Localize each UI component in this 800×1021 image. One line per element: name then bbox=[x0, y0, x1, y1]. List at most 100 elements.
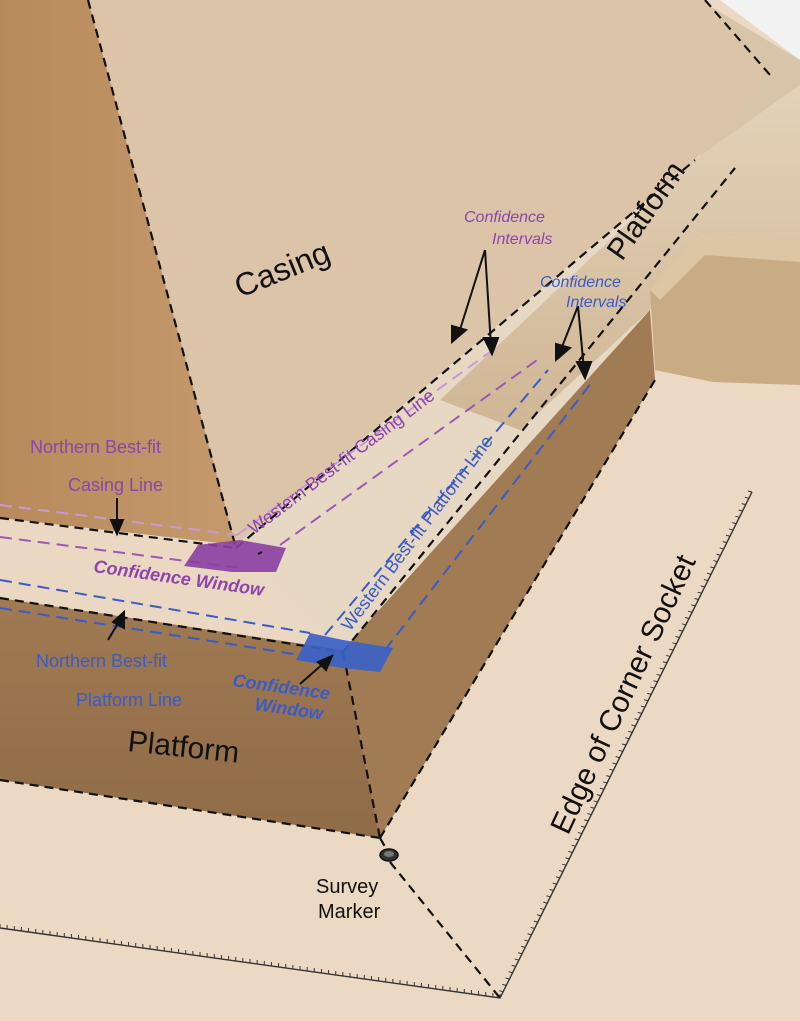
ruler-tick bbox=[669, 648, 674, 651]
ruler-tick bbox=[710, 566, 715, 569]
platform-stone-texture bbox=[440, 85, 800, 430]
ruler-tick bbox=[502, 983, 507, 986]
ruler-tick bbox=[631, 724, 636, 727]
confidence-intervals-purple-line1: Confidence bbox=[464, 209, 545, 226]
casing-top-edge bbox=[704, 0, 771, 76]
ruler-tick bbox=[643, 699, 649, 702]
ruler-tick bbox=[539, 907, 545, 910]
ruler-tick bbox=[511, 964, 516, 967]
ruler-tick bbox=[533, 920, 538, 923]
ruler-tick bbox=[713, 560, 718, 563]
ruler-tick bbox=[662, 661, 668, 664]
ruler-tick bbox=[618, 749, 623, 752]
platform-north-edge bbox=[0, 596, 344, 654]
ruler-tick bbox=[681, 623, 686, 626]
ruler-tick bbox=[744, 496, 749, 499]
ruler-tick bbox=[568, 851, 573, 854]
platform-north-face bbox=[0, 598, 380, 838]
ruler-tick bbox=[590, 806, 595, 809]
northern-platform-line-a bbox=[0, 579, 311, 634]
ruler-tick bbox=[565, 857, 570, 860]
ruler-tick bbox=[625, 737, 630, 740]
ruler-tick bbox=[688, 610, 693, 613]
protruding-block bbox=[650, 232, 800, 400]
casing-confidence-window bbox=[184, 540, 286, 572]
ruler-tick bbox=[653, 680, 658, 683]
ruler-tick bbox=[602, 781, 608, 784]
ruler-tick bbox=[577, 832, 583, 835]
ruler-tick bbox=[514, 958, 520, 961]
ruler-tick bbox=[599, 787, 605, 790]
ruler-tick bbox=[719, 547, 724, 550]
ruler-tick bbox=[524, 939, 529, 942]
ruler-tick bbox=[546, 895, 551, 898]
platform-west-face bbox=[343, 310, 655, 838]
ruler-tick bbox=[517, 952, 523, 955]
ruler-tick bbox=[606, 775, 611, 778]
ruler-tick bbox=[747, 490, 753, 493]
outline-lines bbox=[0, 0, 771, 999]
survey-marker-line1: Survey bbox=[316, 876, 378, 898]
ruler-tick bbox=[665, 654, 671, 657]
ruler-tick bbox=[580, 825, 586, 828]
ruler-tick bbox=[697, 591, 702, 594]
ruler-tick bbox=[495, 996, 501, 999]
ruler-tick bbox=[656, 673, 661, 676]
corner-socket-ticks bbox=[0, 490, 753, 999]
ruler-tick bbox=[725, 534, 731, 537]
ruler-tick bbox=[536, 914, 542, 917]
ruler-tick bbox=[499, 990, 504, 993]
ruler-tick bbox=[593, 800, 598, 803]
platform-bottom-north bbox=[0, 778, 381, 840]
ruler-tick bbox=[562, 863, 567, 866]
ruler-tick bbox=[634, 718, 639, 721]
ruler-tick bbox=[596, 794, 601, 797]
ruler-tick bbox=[716, 553, 721, 556]
ruler-tick bbox=[621, 743, 627, 746]
casing-face bbox=[88, 0, 770, 545]
ruler-tick bbox=[675, 635, 680, 638]
sky-patch bbox=[720, 0, 800, 60]
platform-corner-vertical bbox=[341, 651, 382, 839]
platform-top-north bbox=[0, 518, 343, 650]
northern-platform-line1: Northern Best-fit bbox=[36, 651, 167, 671]
protruding-block-top bbox=[650, 232, 800, 300]
ruler-tick bbox=[722, 541, 727, 544]
casing-west-face bbox=[0, 0, 236, 545]
ruler-tick bbox=[615, 756, 620, 759]
ruler-tick bbox=[574, 838, 579, 841]
western-platform-line-a bbox=[324, 369, 549, 636]
ruler-tick bbox=[637, 711, 642, 714]
confidence-intervals-purple-line2: Intervals bbox=[492, 231, 552, 248]
ruler-tick bbox=[741, 503, 746, 506]
ruler-tick bbox=[609, 768, 614, 771]
ruler-tick bbox=[678, 629, 683, 632]
western-casing-line-a bbox=[236, 351, 491, 536]
ruler-tick bbox=[584, 819, 589, 822]
northern-platform-line2: Platform Line bbox=[76, 690, 182, 710]
ruler-tick bbox=[628, 730, 633, 733]
ruler-tick bbox=[684, 617, 690, 619]
ruler-tick bbox=[694, 598, 699, 601]
western-casing-line-b bbox=[279, 357, 541, 546]
survey-marker-icon bbox=[379, 848, 399, 862]
ruler-tick bbox=[612, 762, 617, 765]
ruler-tick bbox=[571, 844, 576, 847]
ruler-tick bbox=[738, 509, 743, 512]
ruler-tick bbox=[543, 901, 548, 904]
ground-lower bbox=[0, 380, 800, 1021]
ruler-tick bbox=[732, 522, 737, 525]
ruler-tick bbox=[700, 585, 705, 588]
confidence-intervals-blue-line1: Confidence bbox=[540, 274, 621, 291]
ruler-tick bbox=[703, 579, 709, 582]
ruler-tick bbox=[530, 926, 535, 929]
casing-base-edge bbox=[235, 159, 696, 549]
confidence-intervals-blue-line2: Intervals bbox=[566, 294, 626, 311]
annotation-arrows bbox=[107, 249, 593, 685]
ruler-tick bbox=[558, 870, 564, 872]
northern-casing-line2: Casing Line bbox=[68, 475, 163, 495]
ruler-tick bbox=[549, 888, 554, 891]
ruler-tick bbox=[508, 971, 513, 974]
ruler-tick bbox=[650, 686, 655, 689]
